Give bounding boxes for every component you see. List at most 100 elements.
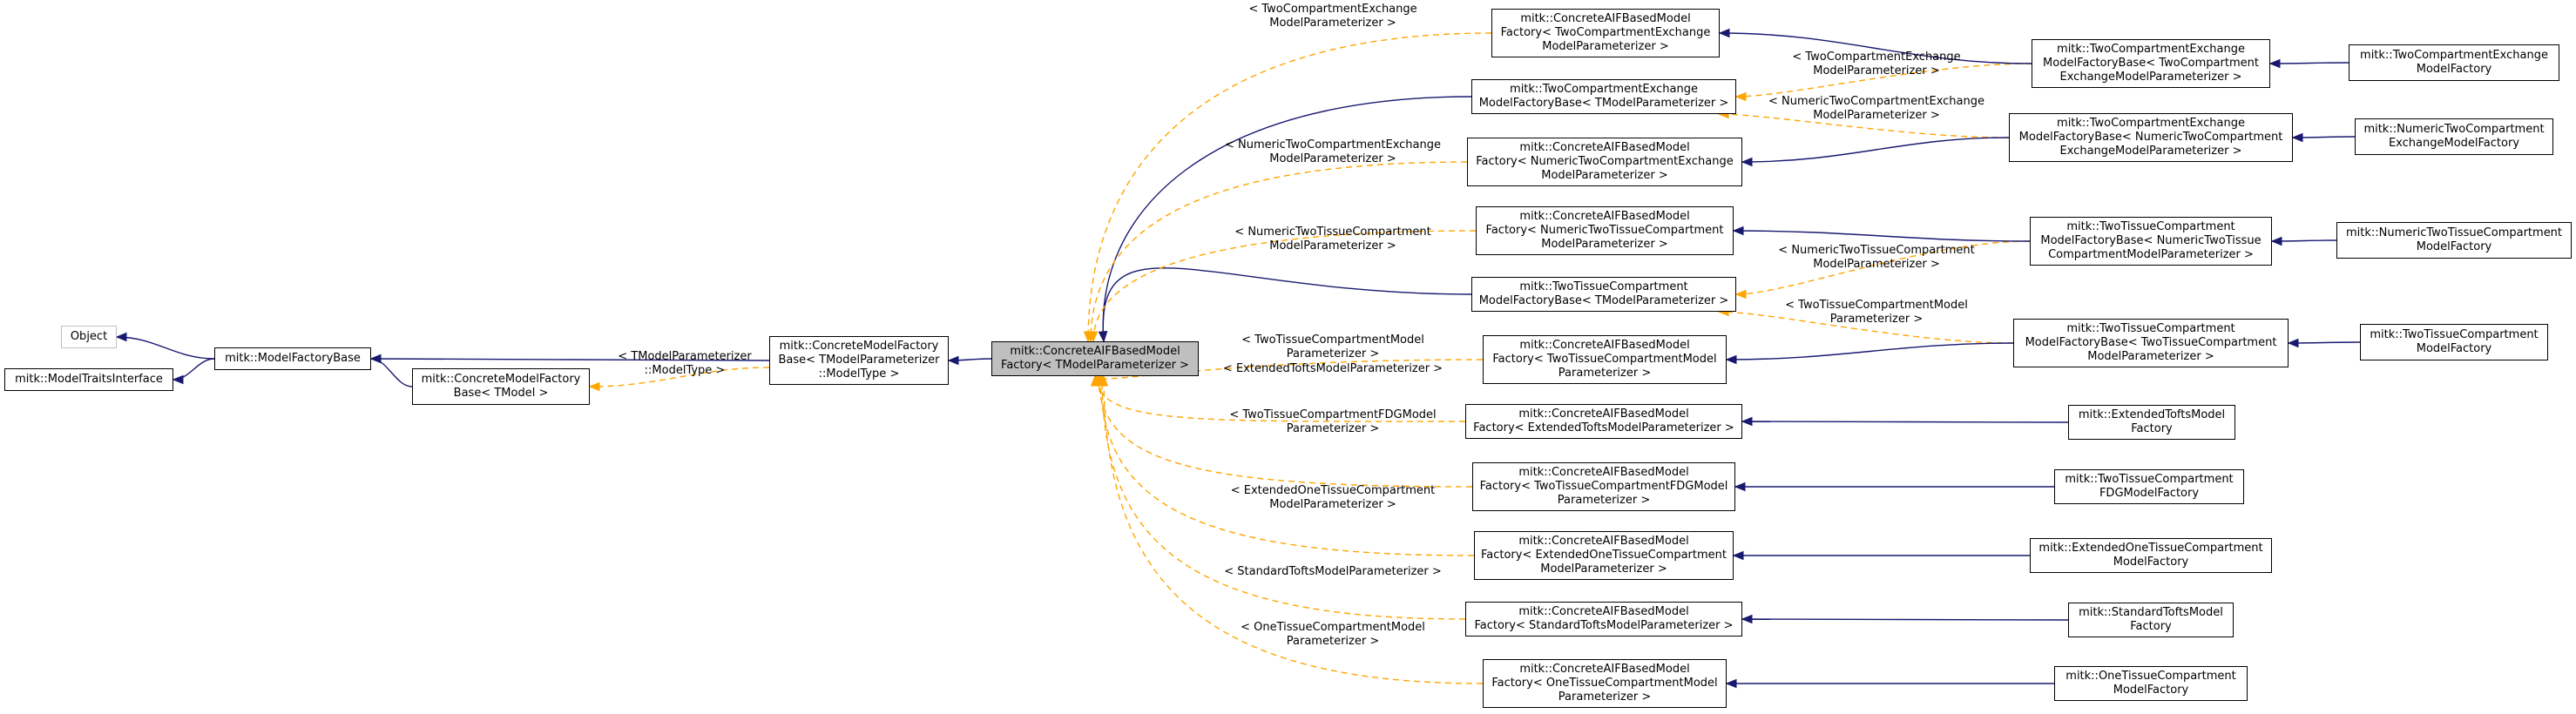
class-node-text: Factory	[2131, 422, 2173, 435]
edge-f-2t-inherit-arrowhead	[2287, 338, 2299, 348]
edge-focus-cmfbp-arrowhead	[947, 355, 959, 366]
class-node-text: mitk::ConcreteAIFBasedModel	[1518, 408, 1689, 421]
edge-mfb-object	[116, 336, 215, 360]
class-node-mfb[interactable]: mitk::ModelFactoryBase	[214, 347, 371, 370]
edge-mfb-object-arrowhead	[115, 332, 127, 342]
template-label-text: < ExtendedOneTissueCompartment	[1230, 484, 1436, 497]
template-label-text: < TwoTissueCompartmentModel	[1241, 333, 1424, 347]
class-node-text: mitk::TwoCompartmentExchange	[2057, 43, 2245, 56]
template-label-text: < TwoCompartmentExchange	[1792, 51, 1961, 64]
class-node-traits[interactable]: mitk::ModelTraitsInterface	[4, 368, 173, 391]
edge-c-1t-focus-template	[1103, 375, 1484, 684]
edge-f-n2ce-inherit-arrowhead	[2291, 132, 2303, 143]
class-node-text: Parameterizer >	[1558, 690, 1652, 704]
template-label-text: < NumericTwoCompartmentExchange	[1768, 95, 1985, 108]
class-node-text: ModelFactoryBase< NumericTwoCompartment	[2018, 131, 2283, 144]
edge-c-n2ce-focus-template	[1090, 161, 1468, 342]
class-node-text: Factory< TwoCompartmentExchange	[1500, 26, 1711, 39]
class-node-text: Base< TModelParameterizer	[778, 354, 940, 367]
class-node-text: mitk::ConcreteModelFactory	[779, 340, 939, 353]
edge-c-stofts-focus-template	[1101, 375, 1466, 620]
class-node-text: mitk::NumericTwoCompartment	[2363, 123, 2545, 136]
class-node-text: Factory< TModelParameterizer >	[1001, 359, 1189, 372]
class-node-text: Factory< ExtendedOneTissueCompartment	[1480, 549, 1727, 562]
edge-b2tt-focus-arrowhead	[1098, 331, 1108, 343]
edge-b-n2ce-i-inherit-arrowhead	[1741, 157, 1753, 167]
template-label-text: ModelParameterizer >	[1269, 239, 1396, 253]
class-node-text: CompartmentModelParameterizer >	[2048, 248, 2254, 261]
class-node-text: ModelFactoryBase< NumericTwoTissue	[2040, 234, 2262, 247]
class-node-text: mitk::ConcreteAIFBasedModel	[1518, 535, 1689, 548]
edge-b-n2t-i-template-arrowhead	[1734, 289, 1747, 300]
template-label-text: < TwoCompartmentExchange	[1248, 3, 1417, 16]
edge-f-2ce-inherit	[2269, 62, 2350, 64]
edge-mfb-traits-arrowhead	[172, 374, 184, 385]
class-node-text: ModelFactoryBase< TwoCompartment	[2043, 57, 2259, 70]
edge-f-2ce-inherit-arrowhead	[2268, 58, 2281, 69]
template-label-text: ModelParameterizer >	[1269, 152, 1396, 165]
template-label-text: ModelParameterizer >	[1813, 64, 1940, 77]
class-node-text: Factory< StandardToftsModelParameterizer…	[1474, 619, 1734, 632]
template-label-text: Parameterizer >	[1286, 422, 1380, 435]
edge-f-2t-inherit	[2288, 341, 2361, 344]
class-node-text: ModelParameterizer >	[1541, 238, 1668, 251]
class-node-text: Factory< ExtendedToftsModelParameterizer…	[1473, 421, 1734, 434]
class-node-text: mitk::ConcreteModelFactory	[421, 373, 581, 386]
class-node-text: Factory< TwoTissueCompartmentFDGModel	[1479, 480, 1728, 493]
class-node-text: mitk::TwoTissueCompartment	[2065, 473, 2234, 486]
class-node-text: mitk::ConcreteAIFBasedModel	[1518, 466, 1689, 479]
edge-c-2ce-focus-template	[1087, 32, 1492, 342]
class-node-text: mitk::ConcreteAIFBasedModel	[1519, 210, 1690, 223]
edge-b2cet-focus	[1102, 96, 1472, 342]
edge-cmfbp-mfb	[370, 358, 770, 361]
class-node-text: Factory< NumericTwoCompartmentExchange	[1476, 155, 1734, 168]
edge-b-n2ce-i-inherit	[1741, 137, 2010, 163]
edge-cmfbp-cmfbt-template-arrowhead	[588, 381, 600, 392]
edge-b-2t-i-inherit-arrowhead	[1725, 354, 1737, 365]
class-node-text: ModelFactory	[2416, 342, 2492, 355]
class-node-text: mitk::TwoTissueCompartment	[1519, 280, 1688, 293]
class-node-text: ModelFactory	[2113, 556, 2189, 569]
class-node-text: ModelParameterizer >	[1542, 40, 1669, 53]
class-node-text: ModelParameterizer >	[1540, 562, 1667, 576]
class-node-object[interactable]: Object	[61, 326, 117, 348]
class-node-text: mitk::TwoTissueCompartment	[2066, 220, 2235, 233]
class-node-text: ModelFactory	[2416, 63, 2492, 76]
class-node-text: ExchangeModelParameterizer >	[2059, 71, 2242, 84]
class-node-text: ModelFactoryBase< TwoTissueCompartment	[2025, 336, 2277, 349]
edge-b-n2ce-i-template	[1718, 113, 2010, 138]
template-label-text: Parameterizer >	[1286, 347, 1380, 360]
